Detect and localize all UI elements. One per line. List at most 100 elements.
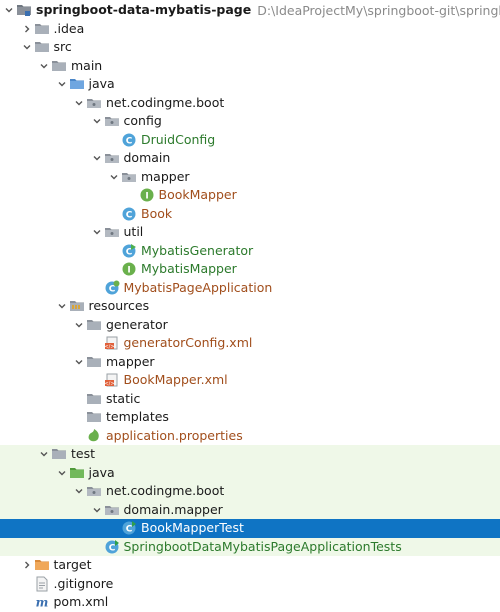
chevron-down-icon[interactable] bbox=[90, 151, 104, 165]
arrow-spacer bbox=[90, 540, 104, 554]
tree-item-label: application.properties bbox=[106, 427, 243, 443]
svg-text:C: C bbox=[108, 543, 115, 553]
tree-row-generator[interactable]: generator bbox=[0, 316, 500, 335]
tree-row-mapper[interactable]: mapper bbox=[0, 353, 500, 372]
folder-icon bbox=[34, 39, 50, 55]
tree-item-label: generatorConfig.xml bbox=[123, 335, 253, 351]
tree-item-label: config bbox=[123, 113, 162, 129]
arrow-spacer bbox=[107, 521, 121, 535]
chevron-right-icon[interactable] bbox=[20, 558, 34, 572]
xml-file-icon: </> bbox=[104, 335, 120, 351]
chevron-down-icon[interactable] bbox=[37, 59, 51, 73]
test-class-icon: C bbox=[104, 539, 120, 555]
chevron-down-icon[interactable] bbox=[90, 225, 104, 239]
tree-item-label: BookMapper bbox=[158, 187, 237, 203]
chevron-down-icon[interactable] bbox=[37, 447, 51, 461]
tree-item-label: util bbox=[123, 224, 144, 240]
chevron-down-icon[interactable] bbox=[55, 299, 69, 313]
chevron-down-icon[interactable] bbox=[107, 170, 121, 184]
tree-item-label: MybatisMapper bbox=[141, 261, 237, 277]
tree-item-label: .idea bbox=[53, 20, 85, 36]
tree-row-util[interactable]: util bbox=[0, 223, 500, 242]
chevron-down-icon[interactable] bbox=[90, 503, 104, 517]
tree-row-main[interactable]: main bbox=[0, 57, 500, 76]
svg-text:C: C bbox=[126, 525, 133, 535]
chevron-down-icon[interactable] bbox=[72, 484, 86, 498]
arrow-spacer bbox=[125, 188, 139, 202]
tree-item-label: MybatisGenerator bbox=[141, 242, 254, 258]
tree-row-gitignore[interactable]: .gitignore bbox=[0, 575, 500, 594]
svg-text:m: m bbox=[35, 596, 48, 610]
svg-text:C: C bbox=[108, 284, 115, 294]
tree-item-label: Book bbox=[141, 205, 173, 221]
tree-row-bookmapper-xml[interactable]: </>BookMapper.xml bbox=[0, 371, 500, 390]
tree-row-mybatisgenerator[interactable]: C MybatisGenerator bbox=[0, 242, 500, 261]
test-class-icon: C bbox=[121, 520, 137, 536]
chevron-down-icon[interactable] bbox=[2, 3, 16, 17]
package-icon bbox=[104, 150, 120, 166]
tree-row-domain-mapper[interactable]: domain.mapper bbox=[0, 500, 500, 519]
arrow-spacer bbox=[107, 133, 121, 147]
tree-row-java[interactable]: java bbox=[0, 75, 500, 94]
package-icon bbox=[104, 224, 120, 240]
tree-item-label: target bbox=[53, 557, 92, 573]
chevron-down-icon[interactable] bbox=[72, 355, 86, 369]
arrow-spacer bbox=[90, 281, 104, 295]
package-icon bbox=[104, 113, 120, 129]
source-folder-icon bbox=[69, 76, 85, 92]
package-icon bbox=[86, 95, 102, 111]
tree-row-application-properties[interactable]: application.properties bbox=[0, 427, 500, 446]
maven-file-icon: m bbox=[34, 594, 50, 610]
tree-item-label: main bbox=[71, 57, 103, 73]
tree-item-label: domain.mapper bbox=[123, 501, 223, 517]
tree-row-net-codingme-boot[interactable]: net.codingme.boot bbox=[0, 94, 500, 113]
tree-row-generatorconfig-xml[interactable]: </> generatorConfig.xml bbox=[0, 334, 500, 353]
tree-row-net-codingme-boot[interactable]: net.codingme.boot bbox=[0, 482, 500, 501]
tree-row-target[interactable]: target bbox=[0, 556, 500, 575]
svg-text:</>: </> bbox=[104, 344, 114, 350]
tree-item-label: mapper bbox=[106, 353, 155, 369]
folder-icon bbox=[51, 446, 67, 462]
tree-item-label: resources bbox=[88, 298, 150, 314]
tree-row-domain[interactable]: domain bbox=[0, 149, 500, 168]
svg-text:C: C bbox=[126, 247, 133, 257]
chevron-down-icon[interactable] bbox=[90, 114, 104, 128]
folder-icon bbox=[51, 58, 67, 74]
tree-item-label: templates bbox=[106, 409, 169, 425]
tree-row-resources[interactable]: resources bbox=[0, 297, 500, 316]
chevron-right-icon[interactable] bbox=[20, 22, 34, 36]
tree-item-label: java bbox=[88, 464, 115, 480]
chevron-down-icon[interactable] bbox=[72, 318, 86, 332]
tree-item-label: pom.xml bbox=[53, 594, 109, 610]
chevron-down-icon[interactable] bbox=[72, 96, 86, 110]
folder-icon bbox=[86, 354, 102, 370]
tree-row-java[interactable]: java bbox=[0, 463, 500, 482]
tree-item-label: net.codingme.boot bbox=[106, 483, 225, 499]
chevron-down-icon[interactable] bbox=[20, 40, 34, 54]
tree-item-label: BookMapper.xml bbox=[123, 372, 228, 388]
tree-row-test[interactable]: test bbox=[0, 445, 500, 464]
tree-row-idea[interactable]: .idea bbox=[0, 20, 500, 39]
tree-item-label: DruidConfig bbox=[141, 131, 216, 147]
chevron-down-icon[interactable] bbox=[55, 77, 69, 91]
tree-row-templates[interactable]: templates bbox=[0, 408, 500, 427]
tree-row-static[interactable]: static bbox=[0, 390, 500, 409]
tree-row-pom-xml[interactable]: m pom.xml bbox=[0, 593, 500, 612]
chevron-down-icon[interactable] bbox=[55, 466, 69, 480]
tree-row-config[interactable]: config bbox=[0, 112, 500, 131]
excluded-folder-icon bbox=[34, 557, 50, 573]
tree-row-mapper[interactable]: mapper bbox=[0, 168, 500, 187]
tree-row-src[interactable]: src bbox=[0, 38, 500, 57]
folder-icon bbox=[86, 409, 102, 425]
package-icon bbox=[121, 169, 137, 185]
package-icon bbox=[104, 502, 120, 518]
